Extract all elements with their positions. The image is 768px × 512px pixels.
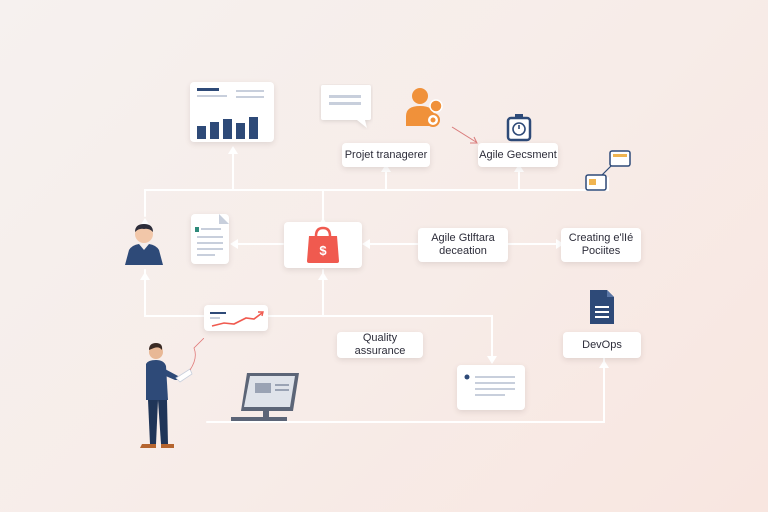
arrowhead [230,239,238,249]
top-bus-line [144,177,609,217]
monitor-icon [229,371,303,428]
text-document-icon [464,374,515,396]
quality-assurance-label: Quality assurance [337,332,423,358]
arrowhead [318,272,328,280]
bar-chart-icon [197,88,264,139]
arrowhead [487,356,497,364]
stopwatch-icon [505,113,533,148]
bar-chart-card [190,82,274,142]
arrowhead [381,164,391,172]
arrowhead [514,164,524,172]
person-holding-document [134,337,205,459]
trend-chart-icon [210,311,264,327]
document-icon [195,214,229,256]
shopping-bag-card[interactable]: $ [284,222,362,268]
speech-bubble-icon [319,84,373,135]
calendar-icon [585,174,607,197]
bag-down-line [322,269,493,359]
agile-element-label: Agile Gecsment [478,143,558,167]
file-folder-icon [609,150,631,173]
arrowhead [556,239,564,249]
file-icon [588,288,616,331]
creating-files-label: Creating e'lIé Pociites [561,228,641,262]
bottom-line [206,357,605,423]
team-icon [404,86,450,133]
svg-text:$: $ [319,243,327,258]
user-icon [123,222,165,271]
agile-software-label: Agile Gtlftara deceation [418,228,508,262]
team-to-stopwatch-arrow [451,126,477,143]
document-card [191,214,229,264]
shopping-bag-icon: $ [307,226,339,263]
arrowhead [140,218,150,226]
arrowhead [599,360,609,368]
arrowhead [362,239,370,249]
arrowhead [228,146,238,154]
text-document-card [457,365,525,410]
project-manager-label: Projet tranagerer [342,143,430,167]
left-loop-line [144,269,205,317]
arrowhead [140,272,150,280]
trend-chart-card [204,305,268,331]
devops-label: DevOps [563,332,641,358]
